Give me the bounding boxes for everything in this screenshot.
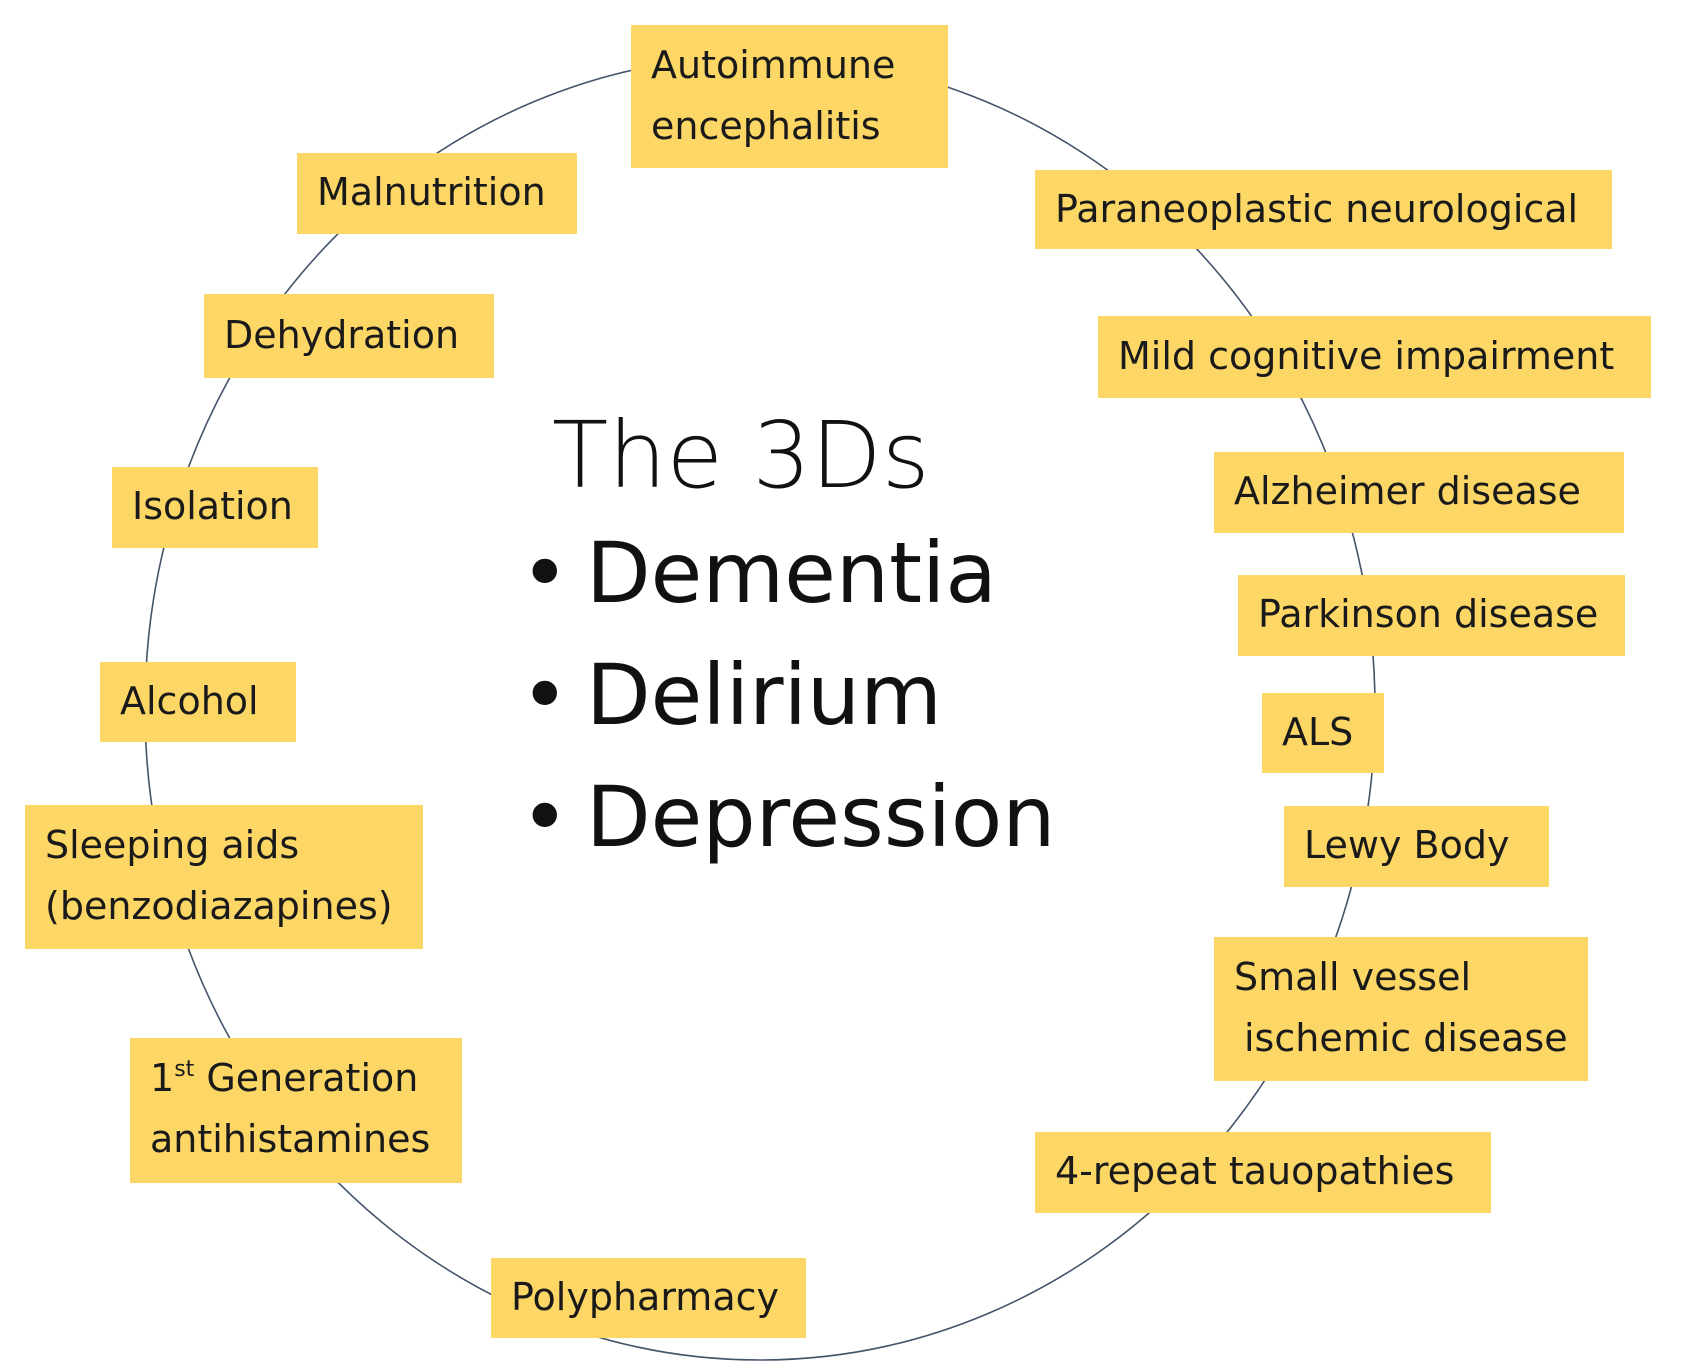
box-line: ischemic disease bbox=[1244, 1016, 1568, 1060]
box-alzheimer-disease: Alzheimer disease bbox=[1214, 452, 1624, 533]
box-line: 1st Generation bbox=[150, 1048, 442, 1109]
box-label: Paraneoplastic neurological bbox=[1055, 187, 1579, 231]
box-label: Mild cognitive impairment bbox=[1118, 334, 1615, 378]
list-item-delirium: • Delirium bbox=[512, 634, 1056, 756]
box-sleeping-aids: Sleeping aids (benzodiazapines) bbox=[25, 805, 423, 949]
box-label: Alzheimer disease bbox=[1234, 469, 1581, 513]
box-lewy-body: Lewy Body bbox=[1284, 806, 1549, 887]
box-4-repeat-tauopathies: 4-repeat tauopathies bbox=[1035, 1132, 1491, 1213]
box-autoimmune-encephalitis: Autoimmune encephalitis bbox=[631, 25, 948, 168]
box-line: Small vessel bbox=[1234, 955, 1472, 999]
box-isolation: Isolation bbox=[112, 467, 318, 548]
box-label: ALS bbox=[1282, 710, 1354, 754]
box-line: Autoimmune bbox=[651, 43, 896, 87]
box-line: (benzodiazapines) bbox=[45, 884, 393, 928]
box-label: Malnutrition bbox=[317, 170, 546, 214]
three-ds-list: • Dementia • Delirium • Depression bbox=[512, 512, 1056, 878]
item-label: Dementia bbox=[586, 524, 997, 622]
list-item-dementia: • Dementia bbox=[512, 512, 1056, 634]
box-label: Polypharmacy bbox=[511, 1275, 779, 1319]
bullet: • bbox=[520, 768, 570, 866]
box-label: 4-repeat tauopathies bbox=[1055, 1149, 1455, 1193]
box-line: Sleeping aids bbox=[45, 823, 300, 867]
list-item-depression: • Depression bbox=[512, 756, 1056, 878]
box-parkinson-disease: Parkinson disease bbox=[1238, 575, 1625, 656]
bullet: • bbox=[520, 524, 570, 622]
box-polypharmacy: Polypharmacy bbox=[491, 1258, 806, 1338]
box-label: Parkinson disease bbox=[1258, 592, 1599, 636]
box-label: Isolation bbox=[132, 484, 293, 528]
box-line: antihistamines bbox=[150, 1117, 431, 1161]
box-small-vessel-ischemic-disease: Small vessel ischemic disease bbox=[1214, 937, 1588, 1081]
box-label: Lewy Body bbox=[1304, 823, 1510, 867]
box-label: Dehydration bbox=[224, 313, 460, 357]
box-1st-generation-antihistamines: 1st Generation antihistamines bbox=[130, 1038, 462, 1183]
center-text: The 3Ds • Dementia • Delirium • Depressi… bbox=[512, 400, 1056, 878]
ordinal-suffix: st bbox=[174, 1057, 195, 1082]
box-label: Alcohol bbox=[120, 679, 259, 723]
box-paraneoplastic: Paraneoplastic neurological bbox=[1035, 170, 1612, 249]
diagram-title: The 3Ds bbox=[552, 402, 930, 509]
box-malnutrition: Malnutrition bbox=[297, 153, 577, 234]
box-als: ALS bbox=[1262, 693, 1384, 773]
generation-text: Generation bbox=[194, 1056, 419, 1100]
item-label: Delirium bbox=[586, 646, 942, 744]
box-line: encephalitis bbox=[651, 104, 881, 148]
box-mild-cognitive-impairment: Mild cognitive impairment bbox=[1098, 316, 1651, 398]
ordinal-number: 1 bbox=[150, 1056, 175, 1100]
item-label: Depression bbox=[586, 768, 1056, 866]
box-dehydration: Dehydration bbox=[204, 294, 494, 378]
bullet: • bbox=[520, 646, 570, 744]
box-alcohol: Alcohol bbox=[100, 662, 296, 742]
